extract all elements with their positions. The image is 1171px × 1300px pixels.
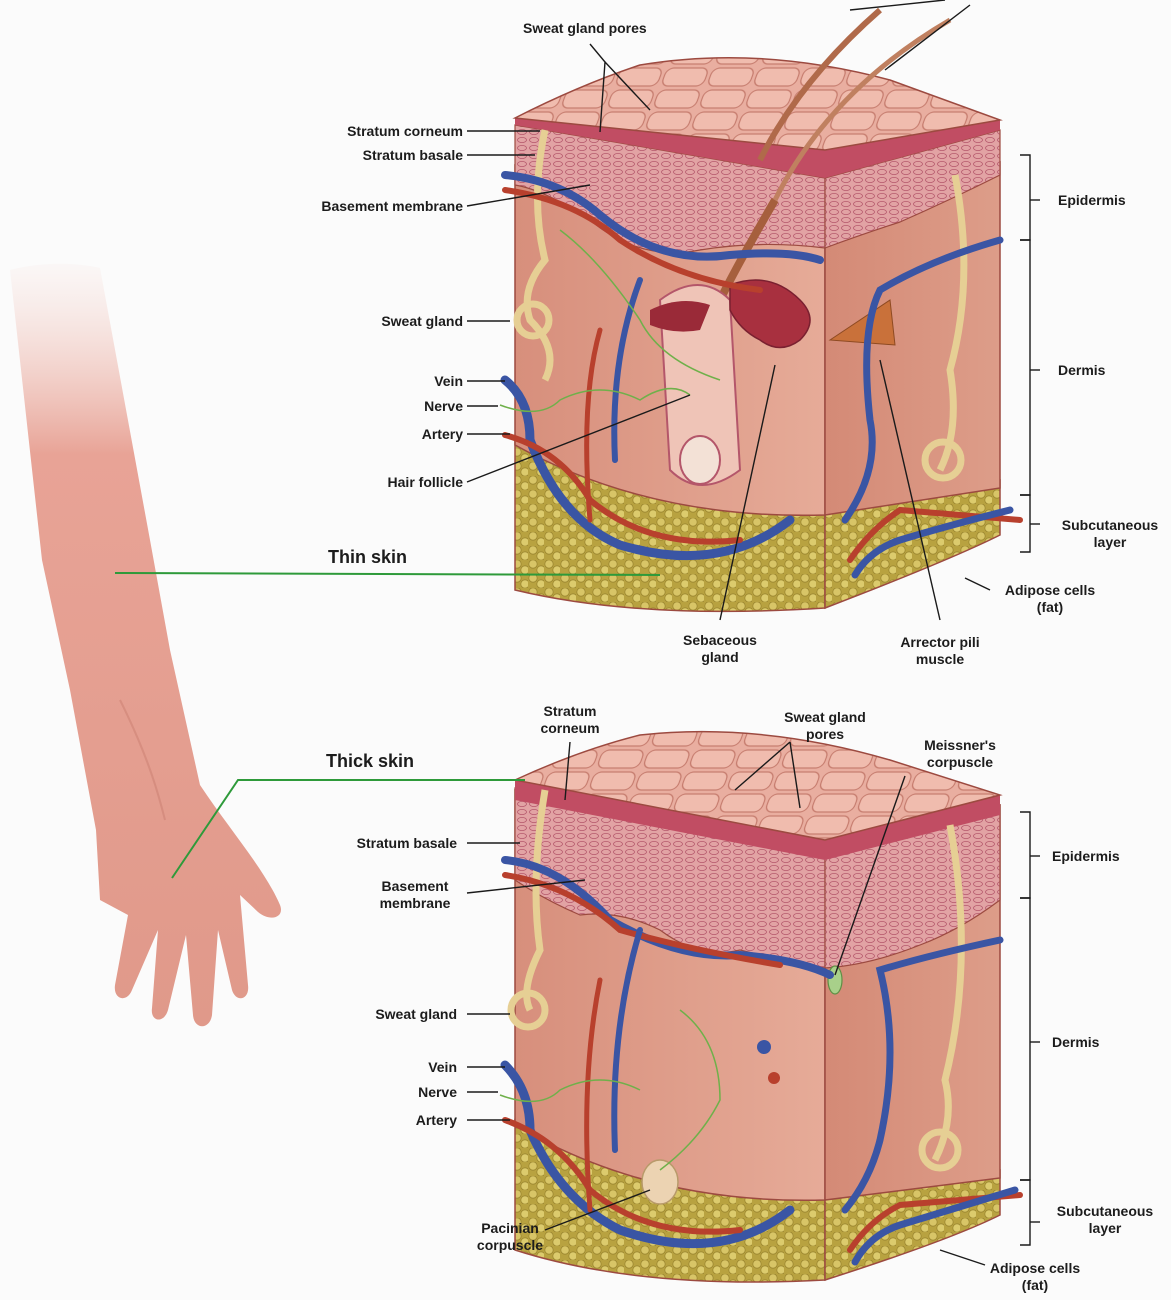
label-artery-thin: Artery [360,426,463,443]
title-thick-skin: Thick skin [326,750,414,772]
label-adipose-thin: Adipose cells(fat) [990,582,1110,616]
label-stratum-basale-thick: Stratum basale [300,835,457,852]
arm-illustration [10,264,281,1027]
label-artery-thick: Artery [360,1112,457,1129]
title-thin-skin: Thin skin [328,546,407,568]
label-vein-thin: Vein [360,373,463,390]
label-nerve-thin: Nerve [360,398,463,415]
thin-skin-block [500,10,1020,611]
label-sweat-gland-thick: Sweat gland [300,1006,457,1023]
label-hair-follicle-thin: Hair follicle [300,474,463,491]
label-epidermis-thick: Epidermis [1052,848,1120,865]
label-stratum-corneum-thin: Stratum corneum [300,123,463,140]
label-dermis-thin: Dermis [1058,362,1105,379]
label-epidermis-thin: Epidermis [1058,192,1126,209]
label-dermis-thick: Dermis [1052,1034,1099,1051]
label-basement-membrane-thin: Basement membrane [280,198,463,215]
label-sweat-gland-thin: Sweat gland [300,313,463,330]
label-vein-thick: Vein [360,1059,457,1076]
label-nerve-thick: Nerve [360,1084,457,1101]
thick-skin-block [500,732,1020,1282]
label-adipose-thick: Adipose cells(fat) [975,1260,1095,1294]
label-sweat-gland-pores-thin: Sweat gland pores [523,20,647,37]
label-stratum-basale-thin: Stratum basale [300,147,463,164]
